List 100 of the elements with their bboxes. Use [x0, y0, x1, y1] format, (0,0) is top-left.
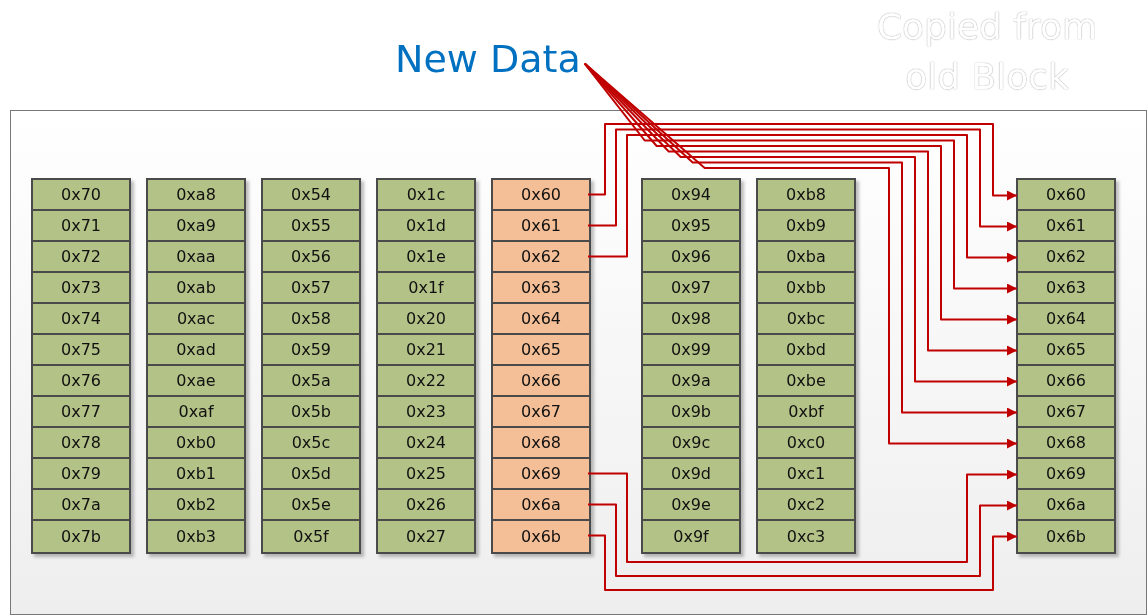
memory-cell: 0x99	[643, 335, 739, 366]
memory-cell: 0xb1	[148, 459, 244, 490]
memory-cell: 0x64	[1018, 304, 1114, 335]
memory-cell: 0x55	[263, 211, 359, 242]
callout-label: New Data	[395, 36, 581, 82]
memory-cell: 0x74	[33, 304, 129, 335]
memory-cell: 0x75	[33, 335, 129, 366]
memory-cell: 0x69	[1018, 459, 1114, 490]
memory-cell: 0x66	[493, 366, 589, 397]
memory-cell: 0x67	[493, 397, 589, 428]
memory-cell: 0xc3	[758, 521, 854, 552]
memory-cell: 0x1d	[378, 211, 474, 242]
memory-cell: 0x22	[378, 366, 474, 397]
memory-cell: 0x95	[643, 211, 739, 242]
memory-cell: 0x21	[378, 335, 474, 366]
memory-block	[376, 178, 476, 554]
memory-cell: 0xb9	[758, 211, 854, 242]
memory-cell: 0x97	[643, 273, 739, 304]
memory-cell: 0x66	[1018, 366, 1114, 397]
arrow	[587, 531, 1018, 591]
memory-cell: 0x96	[643, 242, 739, 273]
memory-cell: 0x1f	[378, 273, 474, 304]
memory-cell: 0xc2	[758, 490, 854, 521]
memory-cell: 0xc0	[758, 428, 854, 459]
memory-cell: 0x59	[263, 335, 359, 366]
memory-cell: 0x5e	[263, 490, 359, 521]
memory-cell: 0x98	[643, 304, 739, 335]
memory-cell: 0x63	[1018, 273, 1114, 304]
memory-cell: 0x72	[33, 242, 129, 273]
memory-cell: 0xa8	[148, 180, 244, 211]
memory-cell: 0xb0	[148, 428, 244, 459]
memory-cell: 0x60	[1018, 180, 1114, 211]
memory-cell: 0x5a	[263, 366, 359, 397]
memory-cell: 0xb8	[758, 180, 854, 211]
memory-cell: 0x9f	[643, 521, 739, 552]
memory-cell: 0x58	[263, 304, 359, 335]
memory-cell: 0x26	[378, 490, 474, 521]
memory-cell: 0x56	[263, 242, 359, 273]
memory-cell: 0xab	[148, 273, 244, 304]
memory-block	[756, 178, 856, 554]
memory-cell: 0x68	[1018, 428, 1114, 459]
memory-cell: 0x25	[378, 459, 474, 490]
memory-cell: 0xbe	[758, 366, 854, 397]
memory-cell: 0x67	[1018, 397, 1114, 428]
memory-cell: 0x60	[493, 180, 589, 211]
memory-cell: 0x9b	[643, 397, 739, 428]
memory-cell: 0x9d	[643, 459, 739, 490]
memory-cell: 0x1c	[378, 180, 474, 211]
memory-cell: 0x65	[493, 335, 589, 366]
memory-cell: 0x6b	[1018, 521, 1114, 552]
memory-cell: 0x68	[493, 428, 589, 459]
memory-cell: 0xaa	[148, 242, 244, 273]
memory-cell: 0xbf	[758, 397, 854, 428]
memory-cell: 0x69	[493, 459, 589, 490]
memory-cell: 0xad	[148, 335, 244, 366]
memory-cell: 0x9a	[643, 366, 739, 397]
arrow	[587, 128, 1018, 232]
memory-block	[146, 178, 246, 554]
memory-cell: 0x79	[33, 459, 129, 490]
memory-cell: 0x62	[1018, 242, 1114, 273]
memory-cell: 0x63	[493, 273, 589, 304]
memory-cell: 0x7a	[33, 490, 129, 521]
memory-cell: 0x1e	[378, 242, 474, 273]
memory-cell: 0x7b	[33, 521, 129, 552]
memory-cell: 0xac	[148, 304, 244, 335]
memory-block	[1016, 178, 1116, 554]
arrow	[587, 500, 1018, 577]
memory-cell: 0x57	[263, 273, 359, 304]
arrow	[587, 134, 1018, 263]
memory-cell: 0xbc	[758, 304, 854, 335]
memory-cell: 0xae	[148, 366, 244, 397]
memory-block	[491, 178, 591, 554]
memory-cell: 0x65	[1018, 335, 1114, 366]
arrow	[587, 469, 1018, 563]
memory-cell: 0x6a	[1018, 490, 1114, 521]
memory-cell: 0x78	[33, 428, 129, 459]
memory-cell: 0x23	[378, 397, 474, 428]
memory-cell: 0x77	[33, 397, 129, 428]
memory-cell: 0x70	[33, 180, 129, 211]
memory-cell: 0x61	[1018, 211, 1114, 242]
memory-cell: 0xaf	[148, 397, 244, 428]
memory-cell: 0x5c	[263, 428, 359, 459]
memory-cell: 0x64	[493, 304, 589, 335]
memory-cell: 0xc1	[758, 459, 854, 490]
panel-background	[10, 110, 1147, 615]
memory-cell: 0x9e	[643, 490, 739, 521]
memory-cell: 0xa9	[148, 211, 244, 242]
memory-cell: 0xb3	[148, 521, 244, 552]
memory-cell: 0x27	[378, 521, 474, 552]
memory-cell: 0x62	[493, 242, 589, 273]
memory-cell: 0x6b	[493, 521, 589, 552]
memory-cell: 0x5b	[263, 397, 359, 428]
arrow	[587, 123, 1018, 201]
memory-cell: 0x6a	[493, 490, 589, 521]
memory-cell: 0x76	[33, 366, 129, 397]
memory-cell: 0x20	[378, 304, 474, 335]
memory-cell: 0xbd	[758, 335, 854, 366]
memory-cell: 0xbb	[758, 273, 854, 304]
memory-cell: 0x54	[263, 180, 359, 211]
memory-cell: 0x9c	[643, 428, 739, 459]
